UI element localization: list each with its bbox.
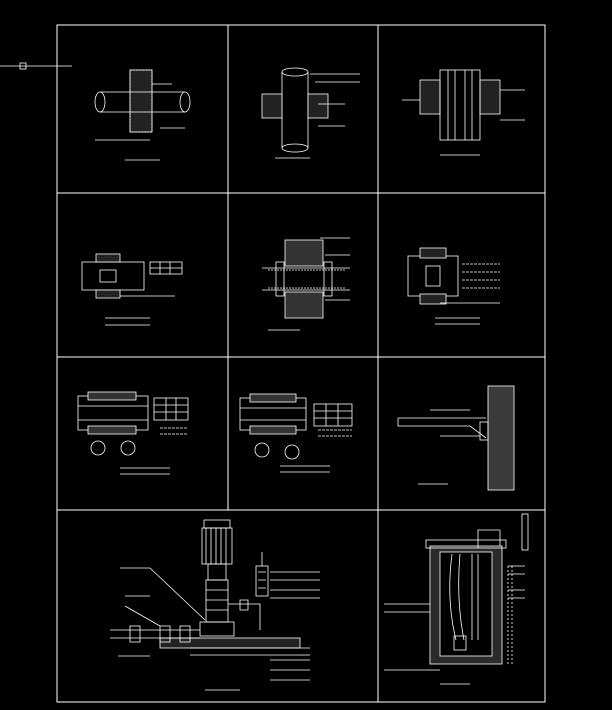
panel-wall-bracket xyxy=(397,385,515,491)
panel-floor-sleeve-section xyxy=(402,69,525,156)
panel-hatched-wall-sleeve xyxy=(262,237,350,331)
panel-wall-pipe-sleeve-1 xyxy=(94,69,191,161)
panel-flanged-sleeve-a xyxy=(77,391,189,475)
panel-vertical-pump-installation xyxy=(110,519,320,691)
panel-wall-pipe-sleeve-2 xyxy=(261,67,360,159)
panel-sump-pump-pit-section xyxy=(384,513,529,685)
panel-flexible-sleeve-b xyxy=(407,247,500,325)
panel-flexible-sleeve-a xyxy=(81,253,183,326)
grid-lines xyxy=(57,25,545,702)
panel-flanged-sleeve-b xyxy=(239,393,353,473)
sheet-origin-mark xyxy=(0,62,72,70)
sheet-frame xyxy=(56,24,546,703)
